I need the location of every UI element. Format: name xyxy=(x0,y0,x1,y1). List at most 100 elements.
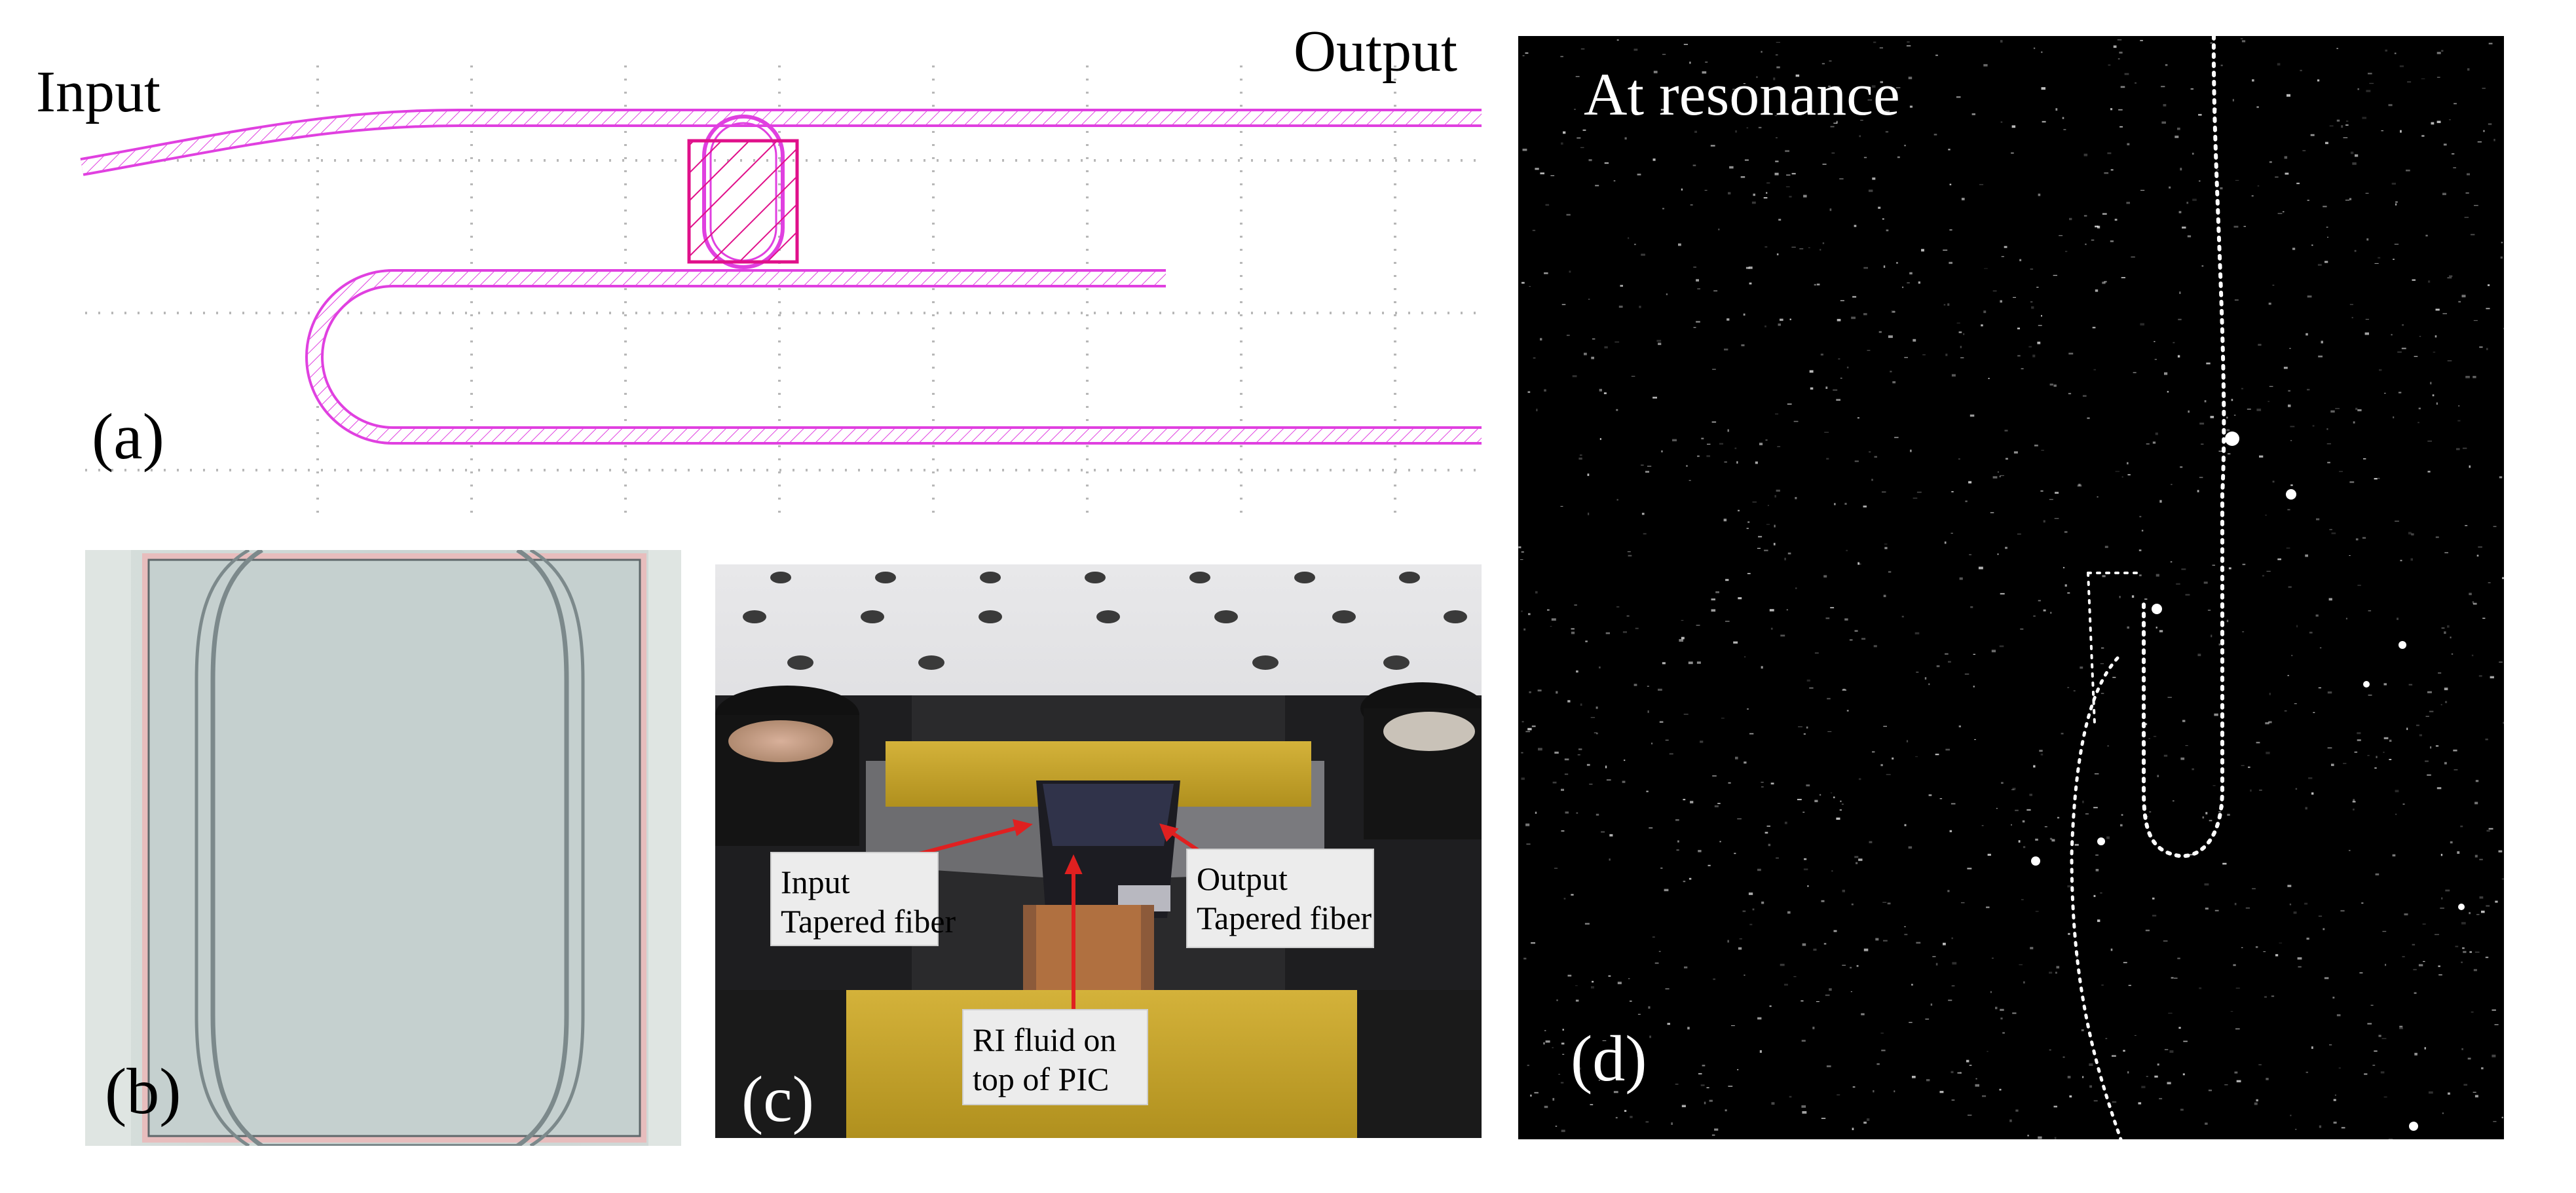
speckle xyxy=(1563,131,1566,134)
speckle xyxy=(1784,983,1788,986)
speckle xyxy=(1774,115,1778,117)
speckle xyxy=(1833,122,1838,124)
speckle xyxy=(1974,739,1976,741)
speckle xyxy=(2083,215,2087,217)
speckle xyxy=(2481,1067,2484,1070)
speckle xyxy=(2288,390,2290,392)
speckle xyxy=(1776,489,1780,492)
speckle xyxy=(2362,537,2366,539)
speckle xyxy=(2235,987,2240,989)
speckle xyxy=(1624,137,1627,140)
speckle xyxy=(1859,135,1861,138)
speckle xyxy=(2429,710,2434,712)
speckle xyxy=(1968,1114,1972,1116)
speckle xyxy=(2145,929,2150,932)
speckle xyxy=(1713,290,1718,292)
speckle xyxy=(1992,476,1998,479)
speckle xyxy=(1897,156,1900,158)
speckle xyxy=(2192,768,2194,771)
speckle xyxy=(1579,454,1582,456)
speckle xyxy=(1784,557,1786,560)
input-label: Input xyxy=(36,60,160,124)
speckle xyxy=(1968,481,1972,484)
speckle xyxy=(2211,634,2212,638)
speckle xyxy=(2218,643,2221,646)
speckle xyxy=(1757,1017,1762,1019)
speckle xyxy=(2431,122,2435,125)
speckle xyxy=(1678,243,1681,246)
speckle xyxy=(1748,266,1753,269)
speckle xyxy=(2293,911,2297,914)
speckle xyxy=(2311,244,2313,246)
speckle xyxy=(1715,591,1719,593)
speckle xyxy=(1520,559,1523,560)
speckle xyxy=(2329,125,2334,127)
speckle xyxy=(2027,1135,2029,1137)
speckle xyxy=(1527,727,1532,731)
speckle xyxy=(2177,127,2180,130)
speckle xyxy=(1951,1099,1955,1101)
speckle xyxy=(2256,741,2260,744)
speckle xyxy=(2488,828,2493,830)
speckle xyxy=(1608,975,1611,977)
speckle xyxy=(2017,355,2021,357)
speckle xyxy=(1749,733,1754,735)
speckle xyxy=(2395,521,2399,522)
speckle xyxy=(1943,304,1946,306)
speckle xyxy=(2049,499,2053,500)
speckle xyxy=(1658,342,1662,345)
speckle xyxy=(2235,1028,2240,1030)
speckle xyxy=(1851,316,1856,320)
speckle xyxy=(2418,964,2423,966)
speckle xyxy=(2345,617,2347,619)
speckle xyxy=(2380,1071,2385,1074)
speckle xyxy=(2395,203,2397,206)
speckle xyxy=(2164,1049,2169,1050)
speckle xyxy=(2167,1082,2171,1084)
speckle xyxy=(1536,409,1538,412)
speckle xyxy=(1734,853,1736,854)
speckle xyxy=(2085,244,2087,246)
speckle xyxy=(2265,514,2267,516)
speckle xyxy=(2061,733,2064,735)
speckle xyxy=(2383,752,2385,753)
speckle xyxy=(2290,426,2295,428)
speckle xyxy=(2492,1009,2496,1011)
speckle xyxy=(1552,781,1557,784)
speckle xyxy=(1652,396,1657,399)
speckle xyxy=(2435,745,2439,747)
speckle xyxy=(2018,840,2021,843)
speckle xyxy=(2262,575,2264,577)
speckle xyxy=(2410,558,2413,561)
speckle xyxy=(1963,333,1965,335)
speckle xyxy=(1676,849,1679,851)
speckle xyxy=(1833,796,1835,799)
speckle xyxy=(1756,76,1758,79)
speckle xyxy=(2169,1050,2174,1053)
speckle xyxy=(2241,947,2243,948)
speckle xyxy=(1992,957,1994,959)
speckle xyxy=(2178,1027,2181,1029)
speckle xyxy=(1997,471,1999,473)
speckle xyxy=(2471,234,2475,236)
speckle xyxy=(2051,839,2055,842)
speckle xyxy=(1571,628,1575,630)
speckle xyxy=(2324,261,2328,263)
speckle xyxy=(1585,640,1588,642)
speckle xyxy=(2287,885,2292,887)
speckle xyxy=(2378,257,2381,259)
speckle xyxy=(1532,229,1536,231)
speckle xyxy=(1591,986,1594,989)
speckle xyxy=(1709,1099,1713,1102)
speckle xyxy=(2228,567,2231,570)
speckle xyxy=(1681,1105,1686,1107)
speckle xyxy=(1943,942,1946,945)
speckle xyxy=(2074,843,2079,846)
speckle xyxy=(2207,610,2211,611)
speckle xyxy=(1728,782,1731,784)
speckle xyxy=(2205,1122,2208,1125)
speckle xyxy=(1701,437,1704,439)
speckle xyxy=(2406,727,2408,730)
speckle xyxy=(1798,726,1802,727)
speckle xyxy=(2381,130,2383,132)
